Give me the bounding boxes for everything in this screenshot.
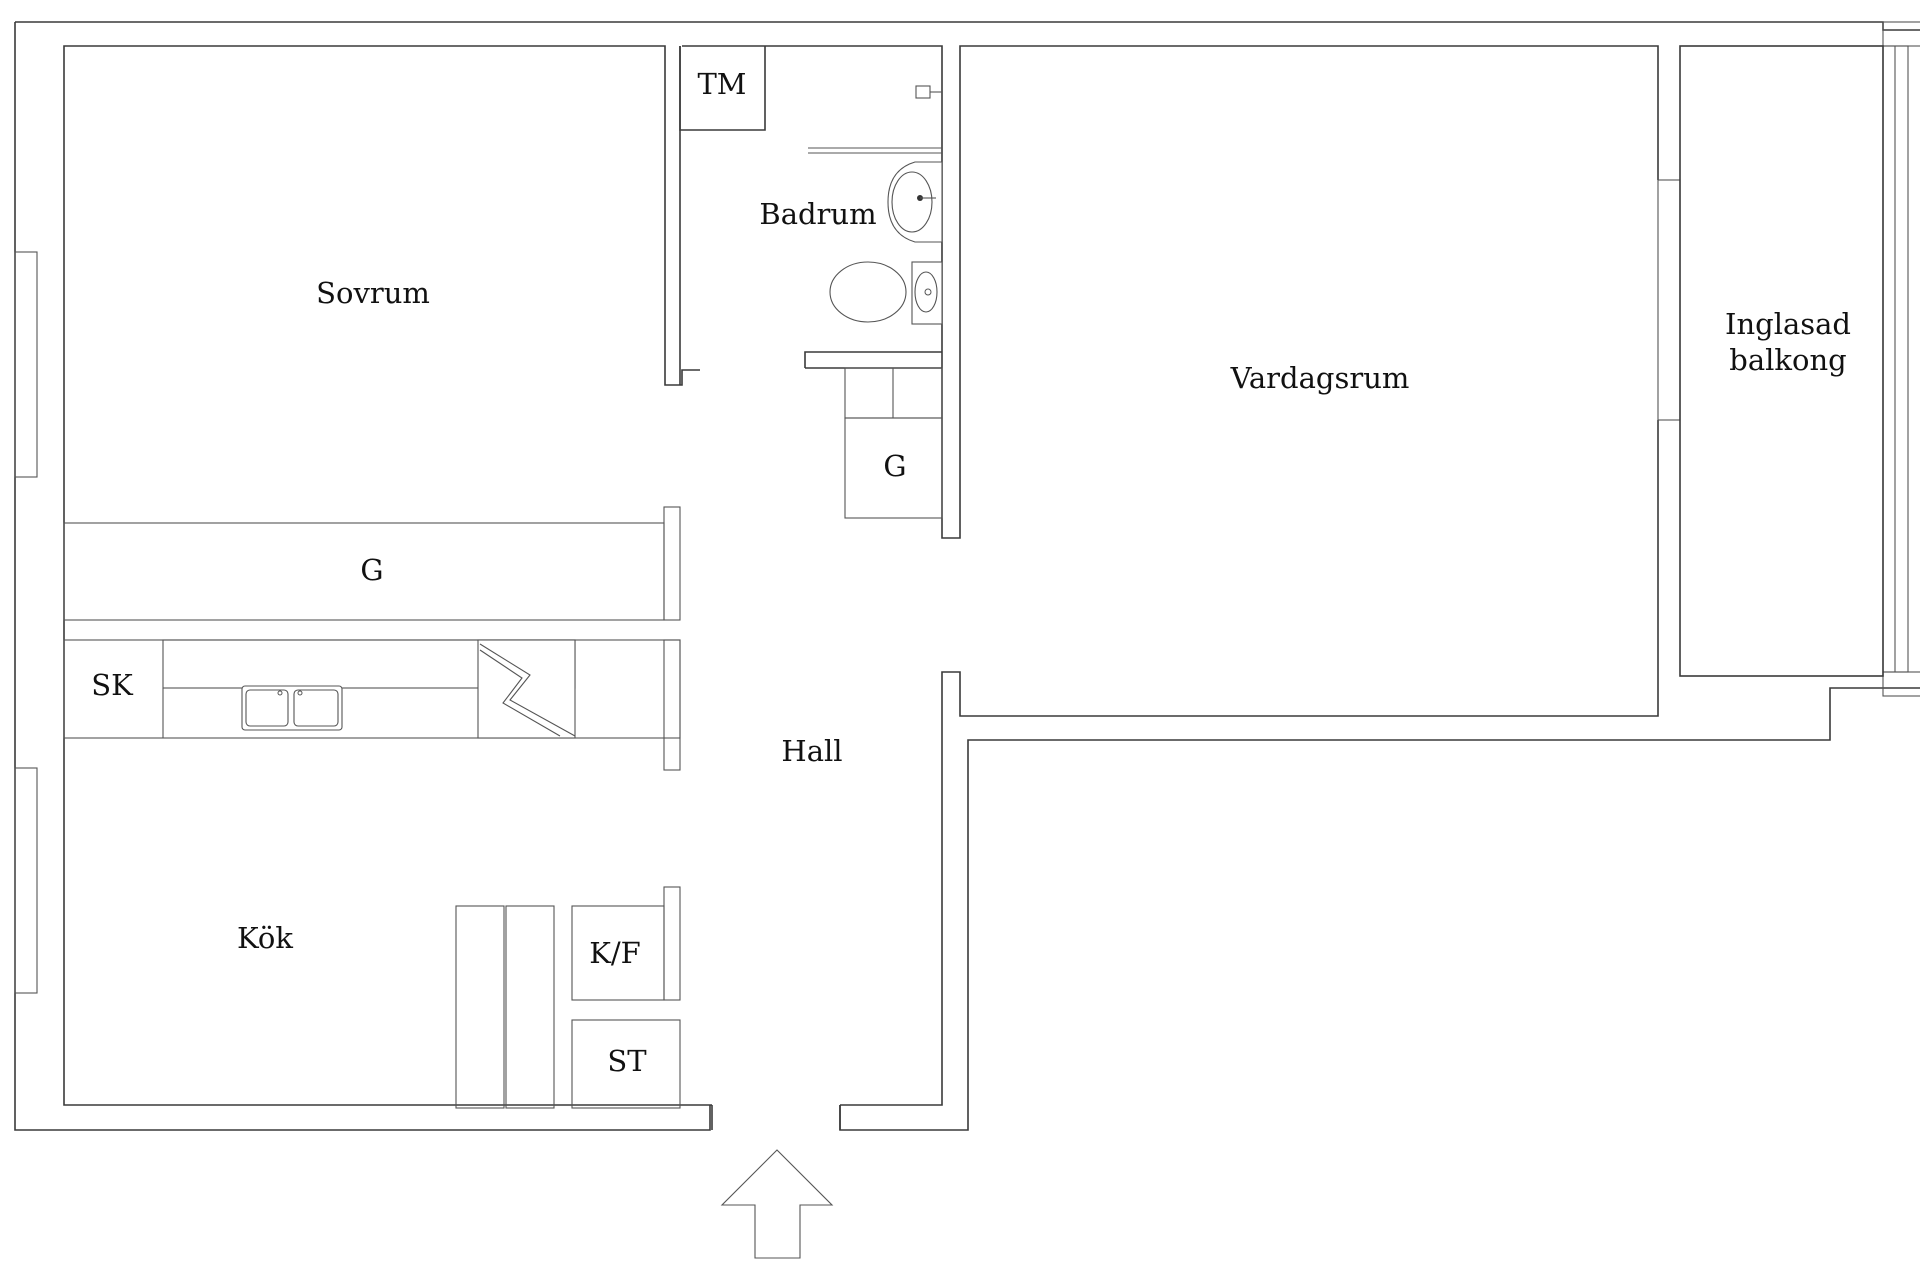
kitchen-counter [63,639,681,771]
label-garderob-hall: G [883,449,906,483]
label-kf: K/F [589,936,641,970]
label-sovrum: Sovrum [316,276,430,310]
closet-bedroom [63,506,681,621]
entrance-door [711,1105,841,1130]
label-hall: Hall [781,734,842,768]
label-tm: TM [697,67,746,101]
label-balkong-line1: Inglasad [1725,307,1851,341]
label-badrum: Badrum [759,197,876,231]
label-vardagsrum: Vardagsrum [1230,361,1410,395]
shower-icon [915,85,942,99]
outer-walls [14,21,1920,1131]
label-balkong-line2: balkong [1729,343,1846,377]
washbasin-icon [887,161,943,243]
stove-icon [477,639,576,739]
toilet-icon [829,261,943,325]
kitchen-appliances [455,886,681,1109]
kitchen-sink-icon [241,685,343,731]
label-garderob-sovrum: G [360,553,383,587]
label-st: ST [607,1044,647,1078]
entrance-arrow-icon [720,1149,834,1259]
balcony-outline [1679,45,1884,677]
closet-hall [844,367,943,519]
label-kok: Kök [237,921,293,955]
bathroom [679,46,943,369]
label-sk: SK [91,668,134,702]
